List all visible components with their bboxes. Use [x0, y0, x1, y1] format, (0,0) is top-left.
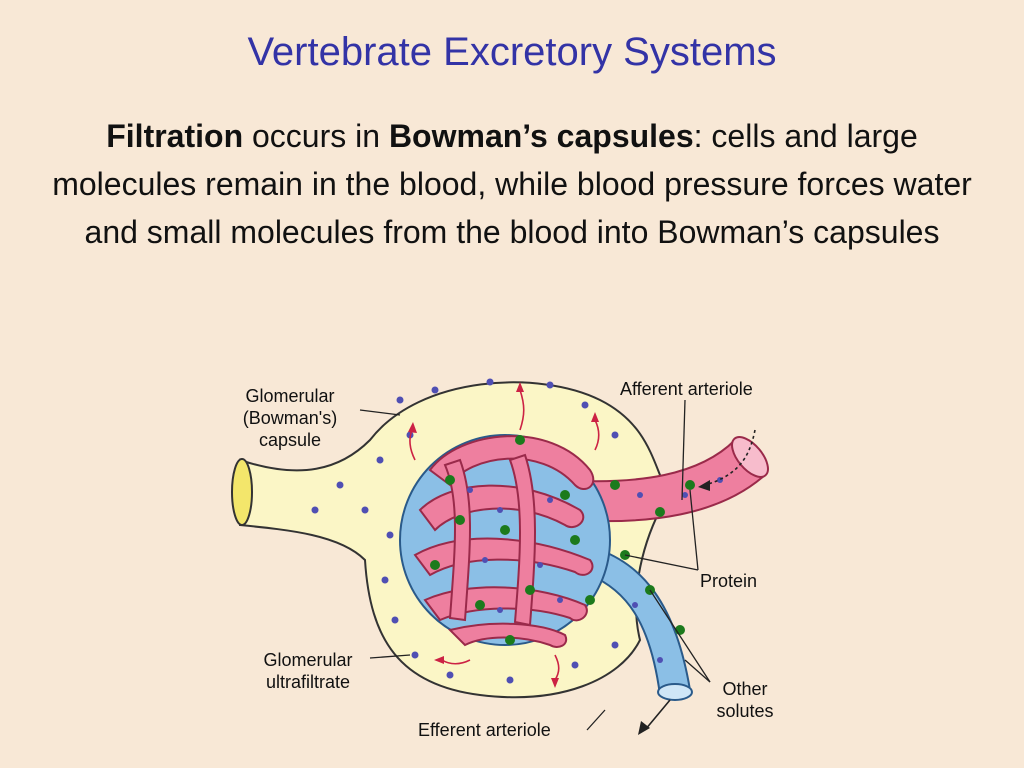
efferent-arteriole [588, 548, 693, 701]
protein-dots [430, 435, 695, 645]
glomerulus-diagram: Glomerular (Bowman's) capsule Afferent a… [231, 378, 774, 740]
label-protein: Protein [700, 571, 757, 591]
afferent-arteriole [558, 436, 769, 523]
label-capsule-line3: capsule [259, 430, 321, 450]
label-efferent-arteriole: Efferent arteriole [418, 720, 551, 740]
flow-arrows [644, 429, 756, 731]
slide-body-text: Filtration occurs in Bowman’s capsules: … [40, 112, 984, 256]
filtration-arrowheads [408, 382, 599, 688]
body-text-1: occurs in [243, 118, 389, 154]
label-other-solutes-line1: Other [722, 679, 767, 699]
flow-arrowheads [638, 480, 710, 735]
term-filtration: Filtration [106, 118, 244, 154]
leader-lines [359, 399, 711, 731]
label-ultrafiltrate-line2: ultrafiltrate [266, 672, 350, 692]
term-bowmans-capsules: Bowman’s capsules [388, 118, 694, 154]
label-other-solutes-line2: solutes [716, 701, 773, 721]
slide-title: Vertebrate Excretory Systems [247, 30, 777, 74]
label-capsule-line2: (Bowman's) [243, 408, 337, 428]
label-ultrafiltrate-line1: Glomerular [263, 650, 352, 670]
filtration-arrows [409, 389, 600, 681]
body-text-2: : cells and large molecules remain in th… [52, 118, 972, 250]
label-afferent-arteriole: Afferent arteriole [620, 379, 753, 399]
solute-dots [311, 378, 723, 684]
label-capsule-line1: Glomerular [245, 386, 334, 406]
